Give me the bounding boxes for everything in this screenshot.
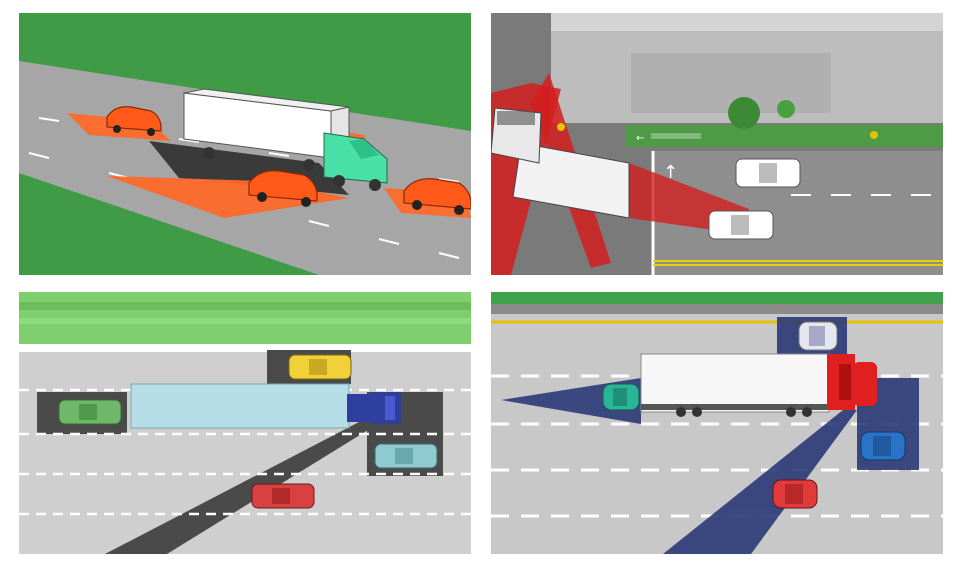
car-top: [735, 158, 801, 188]
car-blue: [860, 431, 906, 461]
scene-highway-gray: [19, 292, 471, 554]
blind-spot-cone: [105, 422, 381, 554]
guardrail: [491, 304, 943, 314]
truck-trailer: [130, 383, 350, 429]
truck: [491, 107, 630, 219]
cyclist-1: [557, 123, 565, 131]
tree: [728, 97, 760, 129]
truck-cab: [347, 392, 401, 424]
arrow-left-icon: ←: [636, 133, 644, 144]
scene-3d: [19, 13, 471, 275]
car-bottom: [708, 210, 774, 240]
car-middle: [248, 170, 318, 207]
blind-spot-cone: [663, 410, 857, 554]
car-red: [251, 483, 315, 509]
car-right: [403, 178, 471, 215]
truck-cab: [827, 354, 877, 410]
panel-truck-turn-blind-spots: ← ↑: [491, 13, 943, 275]
car-teal: [374, 443, 438, 469]
panel-highway-navy-blind-spots: [491, 292, 943, 554]
panel-truck-blind-spots-3d: [19, 13, 471, 275]
car-green: [58, 399, 122, 425]
scene-highway-navy: [491, 292, 943, 554]
car-red: [772, 479, 818, 509]
truck-trailer: [640, 353, 830, 417]
shrub: [777, 100, 795, 118]
panel-highway-gray-blind-spots: [19, 292, 471, 554]
truck-trailer: [512, 142, 630, 219]
car-teal: [602, 383, 640, 411]
car-yellow: [288, 354, 352, 380]
car-silver: [798, 321, 838, 351]
truck-cab: [203, 132, 388, 191]
scene-street: ← ↑: [491, 13, 943, 275]
grass-top: [491, 292, 943, 304]
car-left: [106, 106, 162, 136]
bike-lane-grass: [626, 125, 943, 147]
cyclist-2: [870, 131, 878, 139]
